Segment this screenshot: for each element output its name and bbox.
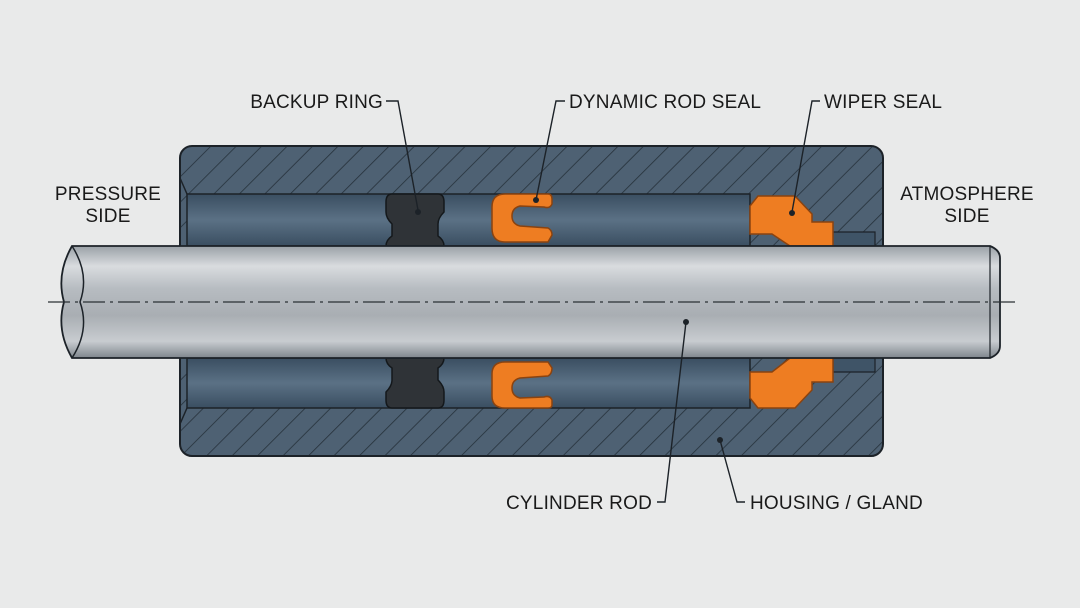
leader-housing xyxy=(719,439,745,503)
label-backup-ring: BACKUP RING xyxy=(250,92,383,113)
leader-lines xyxy=(386,100,820,503)
label-housing-gland: HOUSING / GLAND xyxy=(750,493,923,514)
leader-cylinder-rod xyxy=(657,321,687,503)
wiper-seal-upper xyxy=(749,195,834,247)
rod-break-line xyxy=(71,245,85,359)
cylinder-rod xyxy=(48,245,1016,359)
backup-ring-lower xyxy=(385,357,445,409)
bore-cavity-lower xyxy=(186,357,751,409)
label-dynamic-rod-seal: DYNAMIC ROD SEAL xyxy=(569,92,761,113)
wiper-seal xyxy=(749,195,834,409)
gland-opening-lower xyxy=(832,357,876,373)
backup-ring-upper xyxy=(385,193,445,247)
bore-cavity-upper xyxy=(186,193,751,247)
leader-rod-seal xyxy=(535,100,565,201)
label-atmosphere-side-line1: ATMOSPHERE xyxy=(900,184,1034,205)
leader-backup-ring xyxy=(386,100,419,211)
rod-seal-upper xyxy=(491,193,553,243)
backup-ring xyxy=(385,193,445,409)
dynamic-rod-seal xyxy=(491,193,553,409)
leader-dots xyxy=(415,197,795,443)
wiper-seal-lower xyxy=(749,357,834,409)
gland-opening-upper xyxy=(829,231,876,247)
label-cylinder-rod: CYLINDER ROD xyxy=(506,493,652,514)
leader-wiper-seal xyxy=(791,100,820,213)
label-pressure-side-line2: SIDE xyxy=(85,206,130,227)
label-wiper-seal: WIPER SEAL xyxy=(824,92,942,113)
label-pressure-side-line1: PRESSURE xyxy=(55,184,161,205)
label-atmosphere-side-line2: SIDE xyxy=(944,206,989,227)
rod-seal-lower xyxy=(491,361,553,409)
